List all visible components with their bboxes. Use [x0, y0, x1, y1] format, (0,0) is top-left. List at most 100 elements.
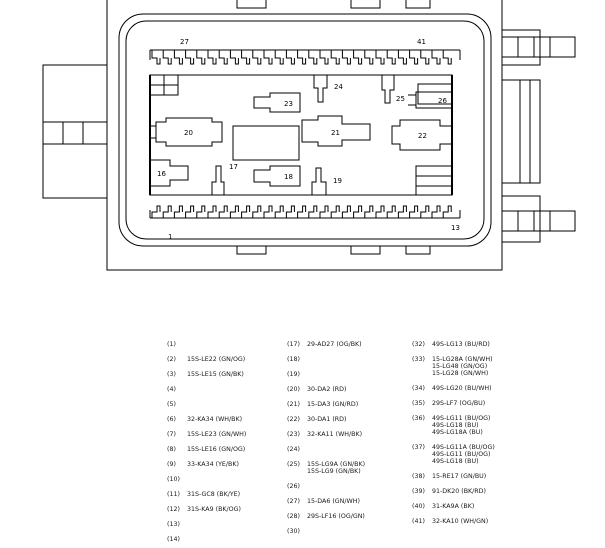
legend-entry: (7)15S-LE23 (GN/WH) [167, 431, 246, 438]
cavity-17 [211, 165, 225, 195]
legend-wire-code: 49S-LG13 (BU/RD) [432, 341, 490, 348]
legend-entry: (27)15-DA6 (GN/WH) [287, 498, 360, 505]
cavity-23 [253, 92, 301, 113]
cavity-label-25: 25 [396, 95, 405, 103]
cavity-label-21: 21 [331, 129, 340, 137]
legend-entry: (34)49S-LG20 (BU/WH) [412, 385, 492, 392]
center-block [232, 125, 300, 161]
legend-entry: (1) [167, 341, 176, 348]
legend-wire-code: 49S-LG20 (BU/WH) [432, 385, 492, 392]
legend-number: (17) [287, 341, 300, 348]
legend-wire-list: 49S-LG11A (BU/OG)49S-LG11 (BU/OG)49S-LG1… [432, 444, 495, 465]
legend-wire-code: 31S-KA9 (BK/OG) [187, 506, 241, 513]
legend-wire-code: 15-LG28 (GN/WH) [432, 370, 489, 377]
legend-number: (37) [412, 444, 425, 451]
legend-number: (13) [167, 521, 180, 528]
legend-entry: (32) 49S-LG13 (BU/RD) [412, 341, 490, 348]
legend-wire-code: 29-AD27 (OG/BK) [307, 341, 362, 348]
legend-wire-list: 31S-KA9 (BK/OG) [187, 506, 241, 513]
central-plate [149, 74, 453, 196]
cavity-label-23: 23 [284, 100, 293, 108]
legend-number: (8) [167, 446, 176, 453]
legend-number: (40) [412, 503, 425, 510]
legend-entry: (19) [287, 371, 300, 378]
legend-entry: (21)15-DA3 (GN/RD) [287, 401, 358, 408]
legend-wire-list: 91-DK20 (BK/RD) [432, 488, 486, 495]
cavity-label-22: 22 [418, 132, 427, 140]
legend-entry: (37) 49S-LG11A (BU/OG)49S-LG11 (BU/OG)49S… [412, 444, 495, 465]
legend-wire-list: 32-KA34 (WH/BK) [187, 416, 242, 423]
legend-number: (35) [412, 400, 425, 407]
legend-wire-code: 15-LG28A (GN/WH) [432, 356, 493, 363]
legend-wire-code: 49S-LG11 (BU/OG) [432, 415, 491, 422]
legend-entry: (23)32-KA11 (WH/BK) [287, 431, 362, 438]
cavity-label-18: 18 [284, 173, 293, 181]
cavity-25 [381, 75, 395, 104]
legend-wire-list: 49S-LG13 (BU/RD) [432, 341, 490, 348]
right-lower-latch [501, 195, 576, 243]
legend-number: (25) [287, 461, 300, 468]
legend-wire-code: 15S-LG9 (GN/BK) [307, 468, 361, 475]
legend-number: (33) [412, 356, 425, 363]
legend-wire-code: 15-RE17 (GN/BU) [432, 473, 487, 480]
legend-wire-code: 49S-LG11A (BU/OG) [432, 444, 495, 451]
legend-number: (6) [167, 416, 176, 423]
legend-wire-list: 30-DA1 (RD) [307, 416, 346, 423]
legend-wire-code: 49S-LG11 (BU/OG) [432, 451, 491, 458]
legend-wire-list: 15S-LE23 (GN/WH) [187, 431, 246, 438]
legend-wire-code: 31-KA9A (BK) [432, 503, 475, 510]
cavity-22 [391, 119, 453, 151]
legend-entry: (13) [167, 521, 180, 528]
legend-number: (41) [412, 518, 425, 525]
legend-wire-code: 29S-LF7 (OG/BU) [432, 400, 486, 407]
legend-wire-code: 91-DK20 (BK/RD) [432, 488, 486, 495]
legend-wire-code: 15-DA3 (GN/RD) [307, 401, 359, 408]
legend-number: (22) [287, 416, 300, 423]
legend-number: (18) [287, 356, 300, 363]
legend-number: (3) [167, 371, 176, 378]
legend-number: (11) [167, 491, 180, 498]
legend-number: (9) [167, 461, 176, 468]
legend-entry: (26) [287, 483, 300, 490]
legend-entry: (4) [167, 386, 176, 393]
legend-number: (20) [287, 386, 300, 393]
legend-wire-code: 49S-LG18 (BU) [432, 422, 479, 429]
cavity-label-27: 27 [180, 38, 189, 46]
right-upper-latch [501, 29, 576, 184]
legend-wire-list: 33-KA34 (YE/BK) [187, 461, 239, 468]
legend-number: (39) [412, 488, 425, 495]
legend-wire-list: 15S-LE15 (GN/BK) [187, 371, 244, 378]
legend-number: (27) [287, 498, 300, 505]
legend-number: (19) [287, 371, 300, 378]
cavity-16 [149, 159, 189, 187]
legend-entry: (3) 15S-LE15 (GN/BK) [167, 371, 244, 378]
legend-entry: (36)49S-LG11 (BU/OG)49S-LG18 (BU)49S-LG1… [412, 415, 490, 436]
connector-drawing: 27 41 24 23 25 26 20 21 22 16 17 18 19 1… [42, 0, 576, 271]
legend-wire-list: 49S-LG20 (BU/WH) [432, 385, 492, 392]
cavity-label-19: 19 [333, 177, 342, 185]
legend-wire-list: 29-AD27 (OG/BK) [307, 341, 362, 348]
legend-number: (26) [287, 483, 300, 490]
legend-wire-code: 33-KA34 (YE/BK) [187, 461, 239, 468]
legend-wire-list: 29S-LF16 (OG/GN) [307, 513, 365, 520]
legend-entry: (41) 32-KA10 (WH/GN) [412, 518, 488, 525]
cavity-26 [408, 91, 453, 109]
legend-wire-code: 15S-LG9A (GN/BK) [307, 461, 366, 468]
legend-number: (32) [412, 341, 425, 348]
legend-wire-list: 30-DA2 (RD) [307, 386, 346, 393]
legend-entry: (33)15-LG28A (GN/WH)15-LG48 (GN/OG)15-LG… [412, 356, 493, 377]
legend-entry: (40) 31-KA9A (BK) [412, 503, 474, 510]
legend-wire-code: 32-KA10 (WH/GN) [432, 518, 489, 525]
legend-entry: (28)29S-LF16 (OG/GN) [287, 513, 365, 520]
legend-wire-code: 15S-LE23 (GN/WH) [187, 431, 247, 438]
legend-number: (10) [167, 476, 180, 483]
bottom-pin-row [149, 205, 461, 219]
legend-entry: (6) 32-KA34 (WH/BK) [167, 416, 242, 423]
legend-wire-code: 29S-LF16 (OG/GN) [307, 513, 365, 520]
legend-wire-code: 15S-LE22 (GN/OG) [187, 356, 246, 363]
legend-wire-code: 30-DA2 (RD) [307, 386, 347, 393]
legend-entry: (25) 15S-LG9A (GN/BK)15S-LG9 (GN/BK) [287, 461, 365, 475]
legend-entry: (9) 33-KA34 (YE/BK) [167, 461, 239, 468]
legend-wire-list: 29S-LF7 (OG/BU) [432, 400, 485, 407]
legend-number: (38) [412, 473, 425, 480]
